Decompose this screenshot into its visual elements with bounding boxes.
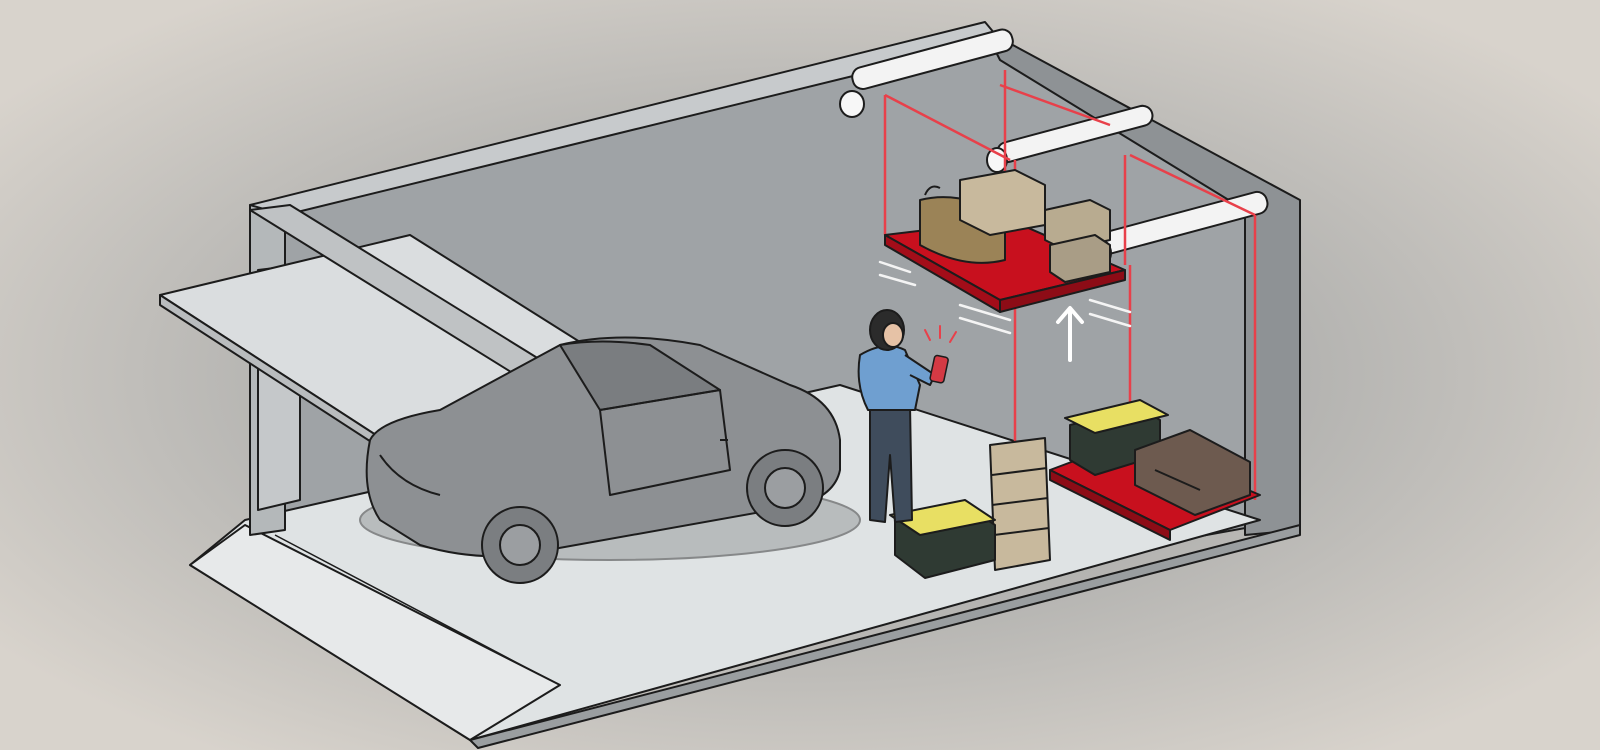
car: [359, 336, 861, 584]
up-arrow-icon: [1056, 306, 1084, 362]
person-legs: [869, 404, 913, 523]
upper-box-3: [1049, 234, 1111, 283]
upper-box-1: [959, 169, 1046, 236]
roller-back: [839, 28, 1014, 118]
roller-middle: [986, 104, 1154, 173]
right-wall: [984, 29, 1301, 536]
person: [857, 309, 936, 523]
floor-platform: [1049, 399, 1261, 541]
floor-edge: [469, 524, 1301, 749]
driveway: [189, 524, 561, 741]
raised-platform: [884, 169, 1126, 313]
remote-control-icon: [924, 325, 957, 384]
floor-items: [889, 437, 1051, 579]
motion-lines: [878, 260, 1132, 335]
suitcase: [1134, 429, 1251, 516]
